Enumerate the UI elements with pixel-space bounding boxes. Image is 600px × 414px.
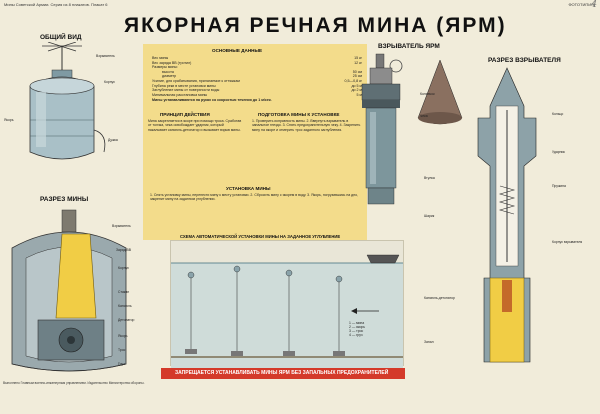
general-view-illustration: [29, 42, 106, 160]
header-left: Мины Советской Армии. Серия из 8 плакато…: [4, 2, 108, 7]
fuze-cap-illustration: [417, 59, 463, 125]
section-fuze: ВЗРЫВАТЕЛЬ ЯРМ: [378, 43, 440, 50]
prep-heading: ПОДГОТОВКА МИНЫ К УСТАНОВКЕ: [258, 112, 340, 117]
scheme-illustration: [171, 254, 403, 358]
mine-section-illustration: [11, 209, 127, 372]
footnote: Выполнено Главным военно-инженерным упра…: [3, 381, 145, 385]
scheme-legend: 1 — мина 2 — якорь 3 — трос 4 — груз: [349, 321, 365, 337]
section-mine-section: РАЗРЕЗ МИНЫ: [40, 196, 89, 203]
label-general-1: Взрыватель: [96, 54, 115, 58]
warning-bar: [161, 368, 405, 379]
label-fuze-7: Шарик: [424, 214, 435, 218]
label-general-3: Дужка: [108, 138, 118, 142]
scheme-legend-item: 2 — якорь: [349, 325, 366, 329]
main-data-note: Мины устанавливаются на руках со скорост…: [152, 98, 272, 103]
label-fuze-2: Чека: [420, 114, 428, 118]
label-fuze-4: Ударник: [552, 150, 565, 154]
section-general-view: ОБЩИЙ ВИД: [40, 34, 82, 41]
install-heading: УСТАНОВКА МИНЫ: [226, 186, 271, 191]
fuze-section-illustration: [477, 67, 537, 363]
label-section-4: Стакан: [118, 290, 130, 294]
scheme-legend-item: 3 — трос: [349, 329, 364, 333]
header-right: ФОТОТИПИЯ: [568, 2, 594, 7]
text-panel: [143, 44, 367, 240]
section-fuze-section: РАЗРЕЗ ВЗРЫВАТЕЛЯ: [488, 57, 561, 64]
main-data-heading: ОСНОВНЫЕ ДАННЫЕ: [212, 48, 263, 53]
label-general-4: Якорь: [4, 118, 14, 122]
label-fuze-9: Капсюль-детонатор: [424, 296, 455, 300]
label-general-2: Корпус: [104, 80, 115, 84]
label-section-3: Корпус: [118, 266, 129, 270]
main-data-row: Вес заряда ВВ (тротил)12 кг: [152, 60, 362, 65]
principle-text: Мина закрепляется в якоре при помощи тро…: [148, 119, 242, 132]
label-section-2: Заряд ВВ: [116, 248, 132, 252]
scheme-panel: 1 — мина 2 — якорь 3 — трос 4 — груз: [170, 240, 404, 371]
scheme-legend-item: 1 — мина: [349, 321, 365, 325]
label-section-1: Взрыватель: [112, 224, 131, 228]
page-title: ЯКОРНАЯ РЕЧНАЯ МИНА (ЯРМ): [124, 14, 507, 37]
scheme-heading: СХЕМА АВТОМАТИЧЕСКОЙ УСТАНОВКИ МИНЫ НА З…: [180, 234, 341, 239]
label-fuze-5: Пружина: [552, 184, 566, 188]
label-section-5: Капсюль: [118, 304, 132, 308]
label-section-8: Трос: [118, 348, 126, 352]
label-fuze-10: Запал: [424, 340, 434, 344]
label-section-7: Якорь: [118, 334, 128, 338]
label-fuze-6: Втулка: [424, 176, 435, 180]
scheme-legend-item: 4 — груз: [349, 333, 363, 337]
label-section-6: Детонатор: [118, 318, 135, 322]
label-fuze-3: Кольцо: [552, 112, 564, 116]
install-text: 1. Снять установку мины, перенести мину …: [150, 193, 359, 202]
label-fuze-1: Колпачок: [420, 92, 435, 96]
main-data-row: Усилие, для срабатывания, прилагаемое к …: [152, 78, 362, 83]
principle-heading: ПРИНЦИП ДЕЙСТВИЯ: [160, 112, 210, 117]
fuze-illustration: [361, 53, 403, 205]
warning-text: ЗАПРЕЩАЕТСЯ УСТАНАВЛИВАТЬ МИНЫ ЯРМ БЕЗ З…: [175, 370, 389, 376]
page-number: 4: [591, 0, 597, 10]
prep-text: 1. Проверить исправность мины. 2. Вверну…: [252, 119, 361, 132]
label-fuze-8: Корпус взрывателя: [552, 240, 583, 244]
label-section-9: Груз: [118, 362, 125, 366]
main-data-row: Размеры мины:: [152, 65, 178, 70]
